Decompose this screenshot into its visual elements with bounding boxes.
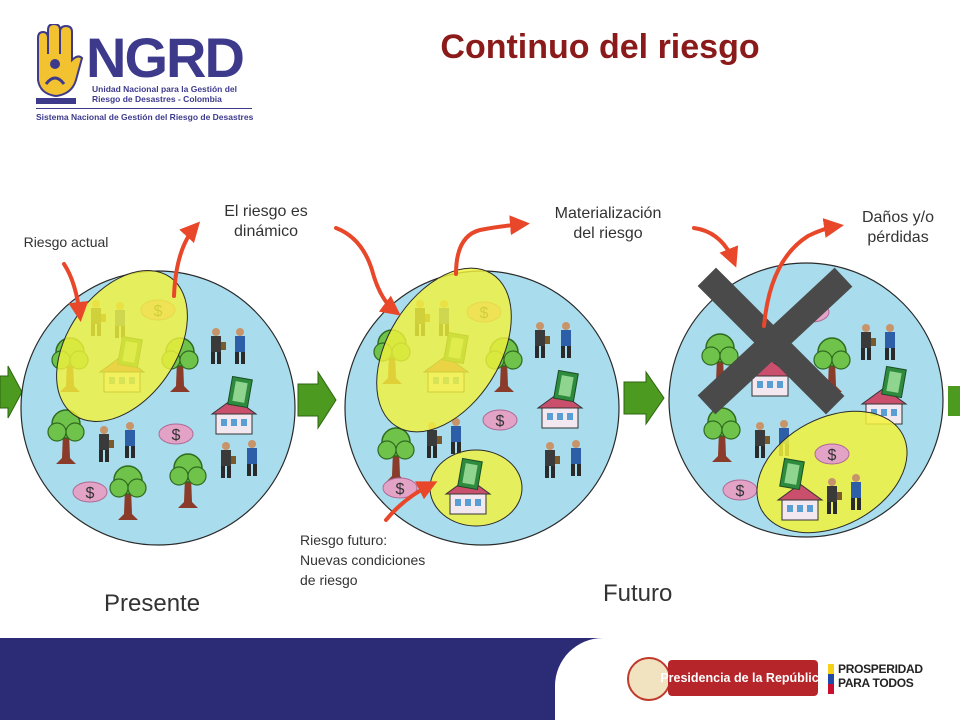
x-mark-icon [697, 267, 853, 415]
middle-circle [344, 267, 620, 546]
page-title: Continuo del riesgo [440, 28, 760, 66]
presidencia-logo: Presidencia de la República [660, 660, 826, 696]
money-icon [227, 375, 253, 409]
logo-divider [36, 108, 252, 109]
logo-system-name: Sistema Nacional de Gestión del Riesgo d… [36, 112, 254, 122]
hand-emblem-icon [36, 24, 84, 104]
money-icon [457, 457, 483, 491]
ngrd-logo: NGRD Unidad Nacional para la Gestión del… [28, 24, 260, 128]
label-line: El riesgo es [224, 203, 308, 220]
logo-subtitle-1: Unidad Nacional para la Gestión del [92, 84, 238, 94]
label-line: del riesgo [573, 225, 643, 242]
label-line: de riesgo [300, 572, 358, 588]
money-icon [779, 457, 805, 491]
arrow-future-risk [384, 481, 438, 522]
label-line: Materialización [554, 205, 662, 222]
label-riesgo-futuro: Riesgo futuro: Nuevas condiciones de rie… [300, 530, 480, 590]
prosperidad-line-2: PARA TODOS [838, 676, 914, 690]
colombia-seal-icon [627, 657, 671, 701]
label-line: dinámico [233, 223, 299, 240]
arrow-to-future-circle [692, 226, 739, 268]
money-icon [881, 365, 907, 399]
dollar-icon [72, 481, 108, 503]
arrow-damages [762, 218, 844, 328]
flag-blue-stripe [828, 674, 834, 684]
flow-arrow-end [948, 386, 960, 416]
logo-letters: NGRD [86, 26, 245, 89]
dollar-icon [814, 443, 850, 465]
stage-presente: Presente [104, 590, 201, 617]
label-materializacion: Materialización del riesgo [520, 204, 696, 244]
future-circle [668, 262, 944, 538]
arrow-materialization [454, 215, 530, 276]
flag-red-stripe [828, 684, 834, 694]
arrow-to-middle-circle [334, 226, 401, 316]
label-line: Daños y/o [861, 209, 935, 226]
flag-yellow-stripe [828, 664, 834, 674]
dollar-icon [722, 479, 758, 501]
label-riesgo-dinamico: El riesgo es dinámico [196, 202, 336, 242]
flow-arrow-2 [623, 370, 665, 426]
arrow-dynamic-risk [172, 221, 201, 298]
label-line: Riesgo futuro: [300, 532, 388, 548]
dollar-icon [158, 423, 194, 445]
label-line: Nuevas condiciones [300, 552, 426, 568]
prosperidad-logo: PROSPERIDAD PARA TODOS [838, 662, 958, 696]
flow-arrow-start [0, 365, 23, 419]
prosperidad-line-1: PROSPERIDAD [838, 662, 923, 676]
label-riesgo-actual: Riesgo actual [23, 234, 109, 250]
label-line: pérdidas [867, 229, 929, 246]
flow-arrow-1 [297, 370, 337, 430]
present-circle [20, 270, 296, 546]
stage-futuro: Futuro [603, 580, 673, 607]
dollar-icon [482, 409, 518, 431]
logo-subtitle-2: Riesgo de Desastres - Colombia [92, 94, 222, 104]
money-icon [553, 369, 579, 403]
arrow-current-risk [62, 262, 89, 322]
dynamic-risk-highlight [376, 267, 512, 433]
label-danos: Daños y/o pérdidas [836, 208, 960, 248]
